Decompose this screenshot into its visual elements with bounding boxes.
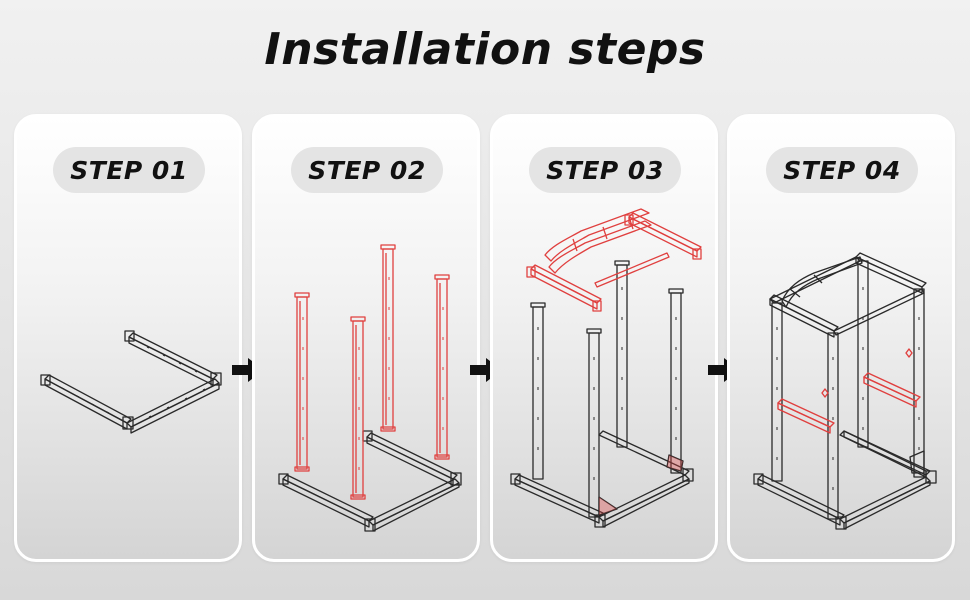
step-label-1: STEP 01: [53, 147, 205, 193]
step-panel-3: STEP 03: [490, 114, 718, 562]
step-label-4: STEP 04: [766, 147, 918, 193]
step-label-2: STEP 02: [291, 147, 443, 193]
page-title: Installation steps: [264, 24, 706, 75]
base-frame-illustration: [40, 330, 222, 434]
assembled-rack-illustration: [753, 252, 937, 530]
step-panel-1: STEP 01: [14, 114, 242, 562]
step-label-3: STEP 03: [529, 147, 681, 193]
step-panel-2: STEP 02: [252, 114, 480, 562]
top-crossmembers-illustration: [510, 208, 702, 528]
step-panel-4: STEP 04: [727, 114, 955, 562]
uprights-illustration: [278, 244, 462, 532]
